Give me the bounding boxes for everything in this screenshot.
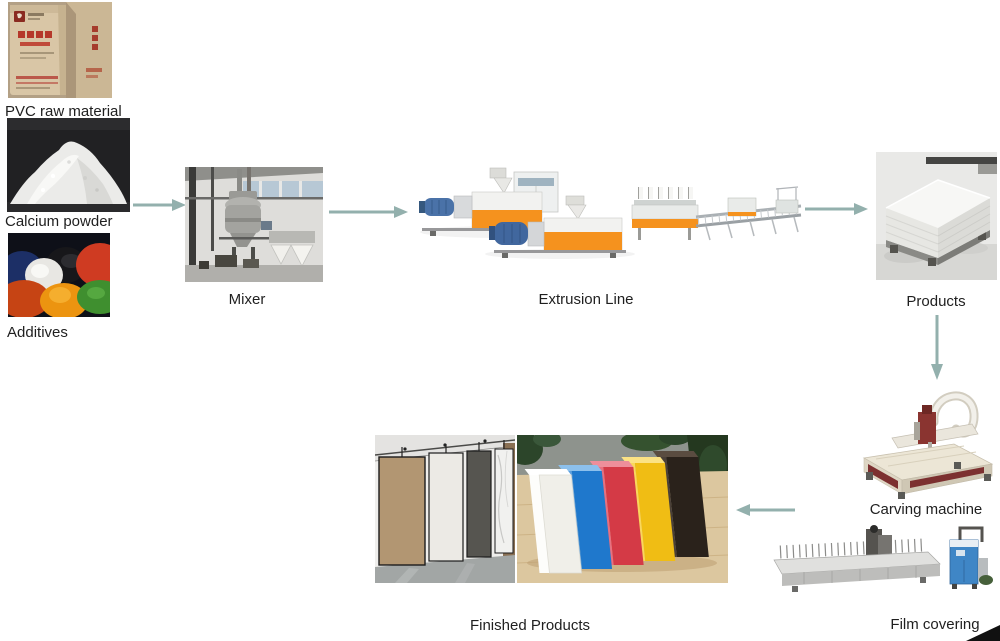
wall-panels-illustration (375, 435, 515, 583)
calcium-powder-image (7, 118, 130, 212)
carving-machine-illustration (862, 391, 994, 499)
node-label-products: Products (906, 293, 966, 310)
finished-products-panels-image (375, 435, 515, 583)
pvc-raw-material-image (8, 2, 112, 98)
additives-illustration (8, 233, 110, 317)
products-image (876, 152, 997, 280)
corner-fold-decoration (966, 623, 1000, 641)
calcium-powder-illustration (7, 118, 130, 212)
finished-products-boards-image (517, 435, 728, 583)
node-label-film-covering: Film covering (890, 616, 980, 633)
products-stack-illustration (876, 152, 997, 280)
arrow-right-icon (804, 201, 868, 217)
arrow-right-icon (328, 204, 408, 220)
carving-machine-image (858, 378, 1000, 500)
node-label-finished-products: Finished Products (469, 617, 591, 634)
node-label-mixer: Mixer (228, 291, 266, 308)
extrusion-line-image (410, 160, 805, 267)
extrusion-line-illustration (419, 167, 802, 259)
node-label-extrusion-line: Extrusion Line (538, 291, 634, 308)
node-label-pvc-raw-material: PVC raw material (5, 103, 122, 120)
film-covering-image (770, 524, 1000, 600)
node-label-additives: Additives (7, 324, 68, 341)
node-label-calcium-powder: Calcium powder (5, 213, 113, 230)
arrow-right-icon (132, 197, 186, 213)
arrow-left-icon (736, 502, 796, 518)
pvc-bags-illustration (8, 2, 112, 98)
additives-image (8, 233, 110, 317)
arrow-down-icon (929, 314, 945, 380)
colored-boards-illustration (517, 435, 728, 583)
board-white (524, 469, 582, 574)
mixer-illustration (185, 167, 323, 282)
film-covering-illustration (773, 525, 993, 592)
node-label-carving-machine: Carving machine (869, 501, 983, 518)
mixer-image (185, 167, 323, 282)
